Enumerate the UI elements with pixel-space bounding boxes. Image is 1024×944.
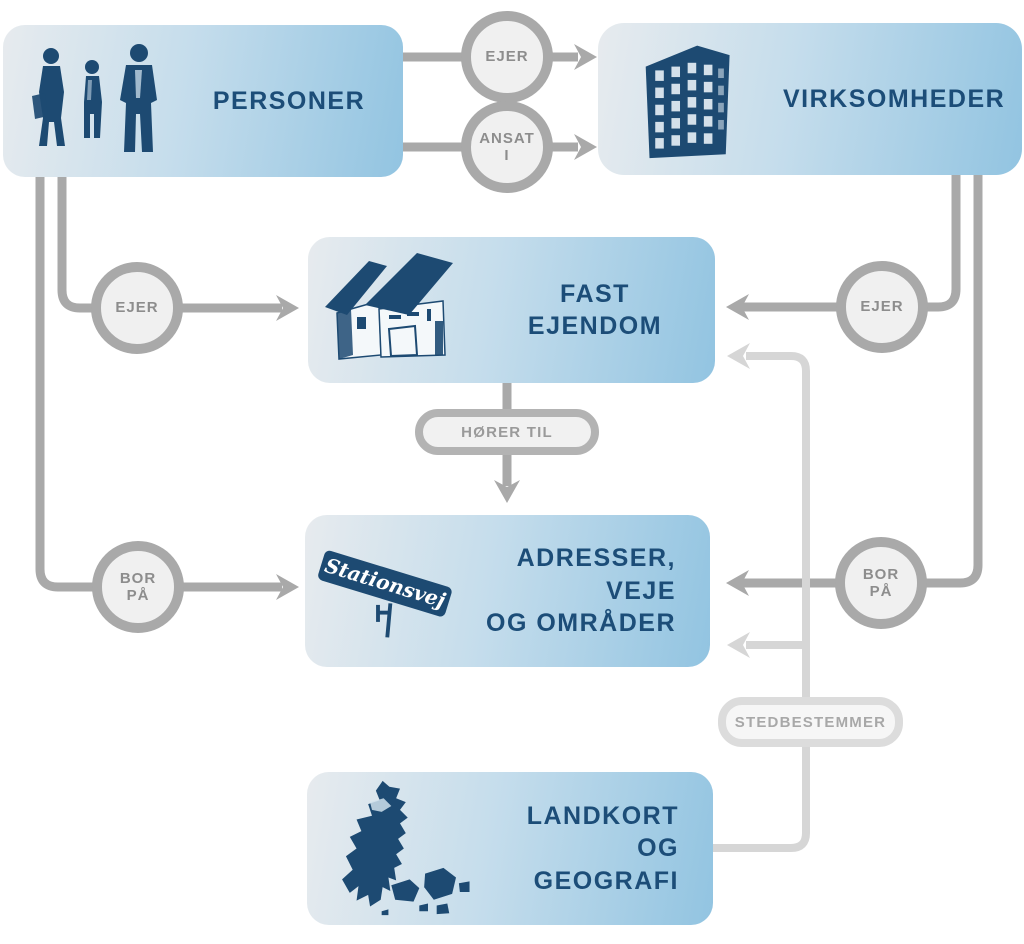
street-sign-icon: Stationsvej: [305, 526, 485, 656]
connector-virksomheder-ejer-right: [921, 175, 961, 312]
node-landkort: LANDKORT OG GEOGRAFI: [307, 772, 713, 925]
houses-icon: [308, 251, 493, 369]
relation-ansat-i: ANSAT I: [461, 101, 553, 193]
node-virksomheder: VIRKSOMHEDER: [598, 23, 1022, 175]
relation-ejer-left-label: EJER: [115, 299, 159, 317]
arrowhead-into-virksomheder-ejer: [574, 44, 597, 70]
node-landkort-label: LANDKORT OG GEOGRAFI: [526, 801, 679, 895]
relation-ejer-right: EJER: [836, 261, 928, 353]
denmark-map-icon: [307, 779, 492, 919]
relation-bor-paa-right-label: BOR PÅ: [862, 565, 900, 600]
relation-ejer-top-label: EJER: [485, 48, 529, 66]
relation-ejer-right-label: EJER: [860, 298, 904, 316]
connector-personer-ejer-left: [57, 177, 93, 313]
node-fast-ejendom-label: FAST EJENDOM: [527, 279, 663, 341]
arrowhead-into-adresser-top: [494, 480, 520, 503]
arrowhead-light-into-adresser: [727, 632, 750, 658]
relation-hoerer-til-label: HØRER TIL: [461, 423, 553, 441]
relation-bor-paa-left-label: BOR PÅ: [119, 569, 157, 604]
relation-ejer-left: EJER: [91, 262, 183, 354]
arrowhead-into-fast-ejendom-right: [726, 294, 749, 320]
people-icon: [3, 40, 193, 162]
node-personer-label: PERSONER: [212, 86, 366, 115]
connector-personer-bor-paa-left: [35, 177, 94, 592]
node-virksomheder-label: VIRKSOMHEDER: [783, 84, 1006, 113]
relation-stedbestemmer: STEDBESTEMMER: [718, 697, 903, 747]
building-icon: [598, 38, 783, 160]
node-adresser-label: ADRESSER, VEJE OG OMRÅDER: [486, 544, 676, 638]
arrowhead-into-adresser-left: [276, 574, 299, 600]
arrowhead-into-fast-ejendom-left: [276, 295, 299, 321]
arrowhead-light-into-fast-ejendom: [727, 343, 750, 369]
relation-ejer-top: EJER: [461, 11, 553, 103]
relation-bor-paa-left: BOR PÅ: [92, 541, 184, 633]
relation-hoerer-til: HØRER TIL: [415, 409, 599, 455]
relation-bor-paa-right: BOR PÅ: [835, 537, 927, 629]
connector-landkort-stedbestemmer-fast-ejendom: [713, 352, 810, 852]
arrowhead-into-virksomheder-ansat: [574, 134, 597, 160]
node-fast-ejendom: FAST EJENDOM: [308, 237, 715, 383]
connector-virksomheder-bor-paa-right: [920, 175, 983, 588]
relation-stedbestemmer-label: STEDBESTEMMER: [734, 713, 887, 731]
node-adresser: Stationsvej ADRESSER, VEJE OG OMRÅDER: [305, 515, 710, 667]
relation-ansat-i-label: ANSAT I: [479, 129, 535, 164]
arrowhead-into-adresser-right: [726, 570, 749, 596]
node-personer: PERSONER: [3, 25, 403, 177]
